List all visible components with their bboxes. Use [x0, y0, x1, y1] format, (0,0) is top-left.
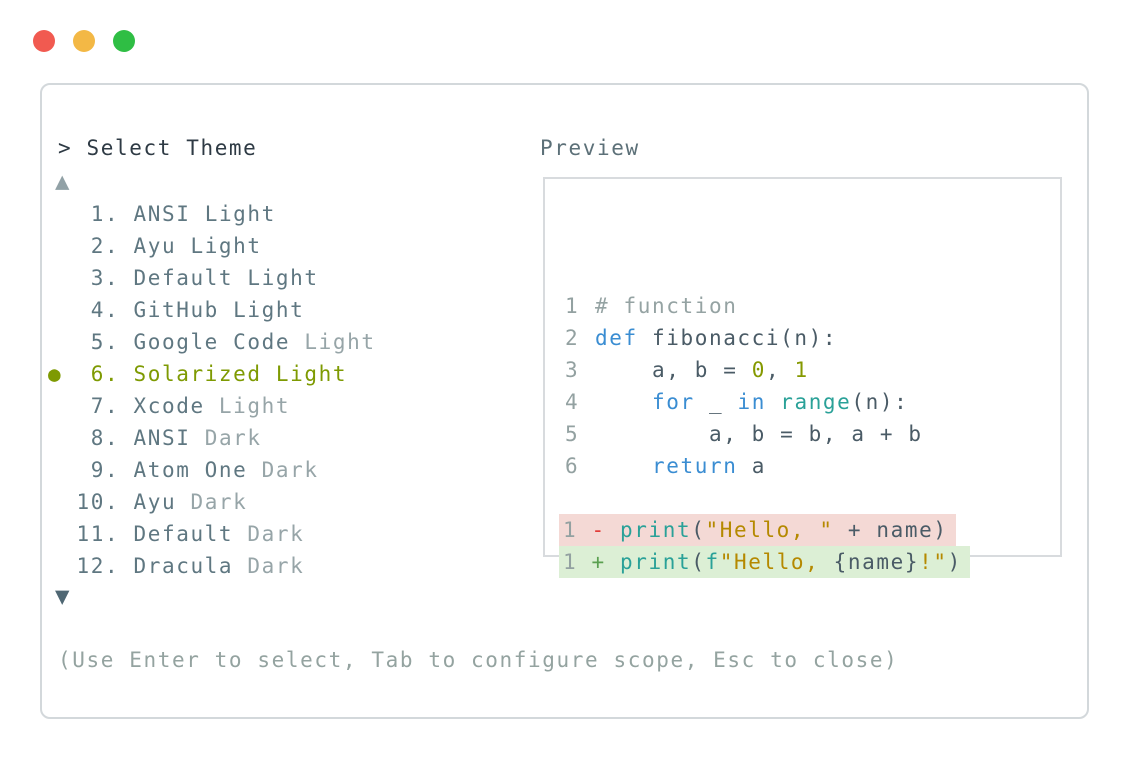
theme-item-ayu-dark[interactable]: 10. Ayu Dark	[48, 490, 248, 514]
code-line: 1# function	[565, 294, 738, 318]
theme-item-default-dark[interactable]: 11. Default Dark	[48, 522, 305, 546]
theme-item-ansi-dark[interactable]: 8. ANSI Dark	[48, 426, 262, 450]
scroll-down-icon[interactable]: ▼	[55, 582, 70, 610]
theme-item-xcode-light[interactable]: 7. Xcode Light	[48, 394, 291, 418]
help-text: (Use Enter to select, Tab to configure s…	[58, 648, 899, 672]
theme-item-atom-one-dark[interactable]: 9. Atom One Dark	[48, 458, 319, 482]
theme-item-default-light[interactable]: 3. Default Light	[48, 266, 319, 290]
scroll-up-icon[interactable]: ▲	[55, 167, 70, 195]
theme-item-solarized-light[interactable]: ● 6. Solarized Light	[48, 362, 348, 386]
minimize-button[interactable]	[73, 30, 95, 52]
maximize-button[interactable]	[113, 30, 135, 52]
theme-list: 1. ANSI Light 2. Ayu Light 3. Default Li…	[48, 198, 376, 582]
code-line: 6 return a	[565, 454, 766, 478]
code-line: 4 for _ in range(n):	[565, 390, 909, 414]
code-blank-line	[565, 482, 1060, 514]
prompt-icon: >	[58, 136, 87, 160]
theme-item-github-light[interactable]: 4. GitHub Light	[48, 298, 305, 322]
theme-item-dracula-dark[interactable]: 12. Dracula Dark	[48, 554, 305, 578]
theme-item-ayu-light[interactable]: 2. Ayu Light	[48, 234, 262, 258]
code-line: 3 a, b = 0, 1	[565, 358, 809, 382]
title-text: Select Theme	[86, 136, 258, 160]
page-title: > Select Theme	[58, 132, 257, 164]
theme-item-ansi-light[interactable]: 1. ANSI Light	[48, 202, 276, 226]
code-line: 5 a, b = b, a + b	[565, 422, 923, 446]
close-button[interactable]	[33, 30, 55, 52]
theme-item-google-code-light[interactable]: 5. Google Code Light	[48, 330, 376, 354]
diff-line-removed: 1 - print("Hello, " + name)	[559, 514, 1060, 546]
preview-heading: Preview	[540, 136, 640, 160]
theme-picker-panel: > Select Theme Preview ▲ 1. ANSI Light 2…	[40, 83, 1089, 719]
diff-line-added: 1 + print(f"Hello, {name}!")	[559, 546, 1060, 578]
